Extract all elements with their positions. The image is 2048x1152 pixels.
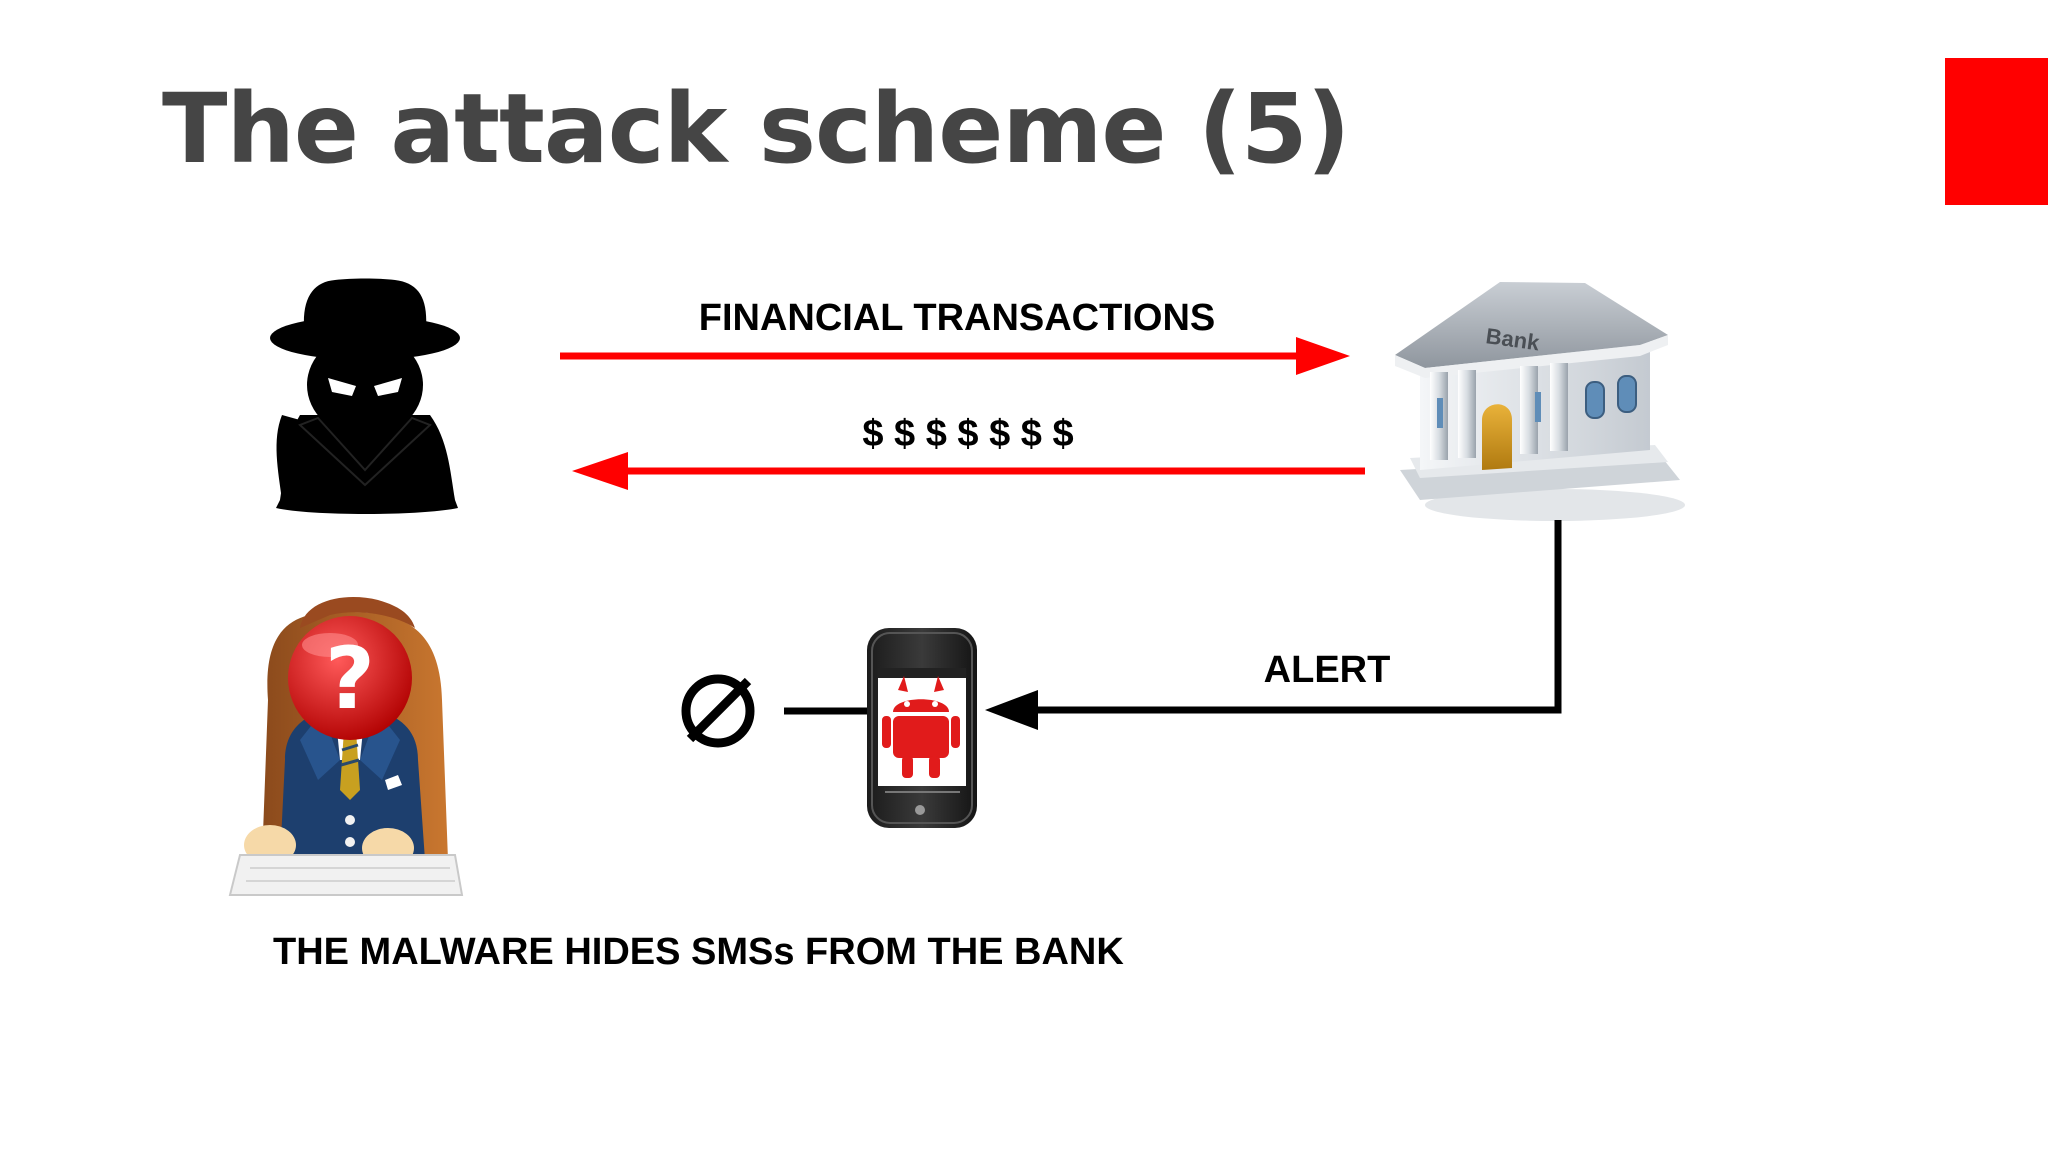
- accent-block: [1945, 58, 2048, 205]
- blocked-circle-icon: [681, 674, 755, 748]
- hacker-spy-icon: [270, 278, 460, 514]
- edge-label-alert: ALERT: [1264, 649, 1391, 691]
- slide-title: The attack scheme (5): [162, 73, 1350, 185]
- anonymous-user-at-keyboard-icon: ?: [228, 597, 464, 896]
- victim-face-symbol: ?: [325, 629, 375, 729]
- arrow-alert: [985, 520, 1562, 730]
- diagram-caption: THE MALWARE HIDES SMSs FROM THE BANK: [273, 931, 1124, 973]
- edge-label-financial-transactions: FINANCIAL TRANSACTIONS: [699, 297, 1216, 339]
- android-devil-icon: [882, 676, 960, 778]
- infected-smartphone-icon: [867, 628, 977, 828]
- arrow-money-return: [572, 452, 1365, 490]
- edge-label-money: $ $ $ $ $ $ $: [862, 413, 1073, 455]
- arrow-financial-transactions: [560, 337, 1350, 375]
- bank-building-icon: Bank: [1395, 282, 1685, 521]
